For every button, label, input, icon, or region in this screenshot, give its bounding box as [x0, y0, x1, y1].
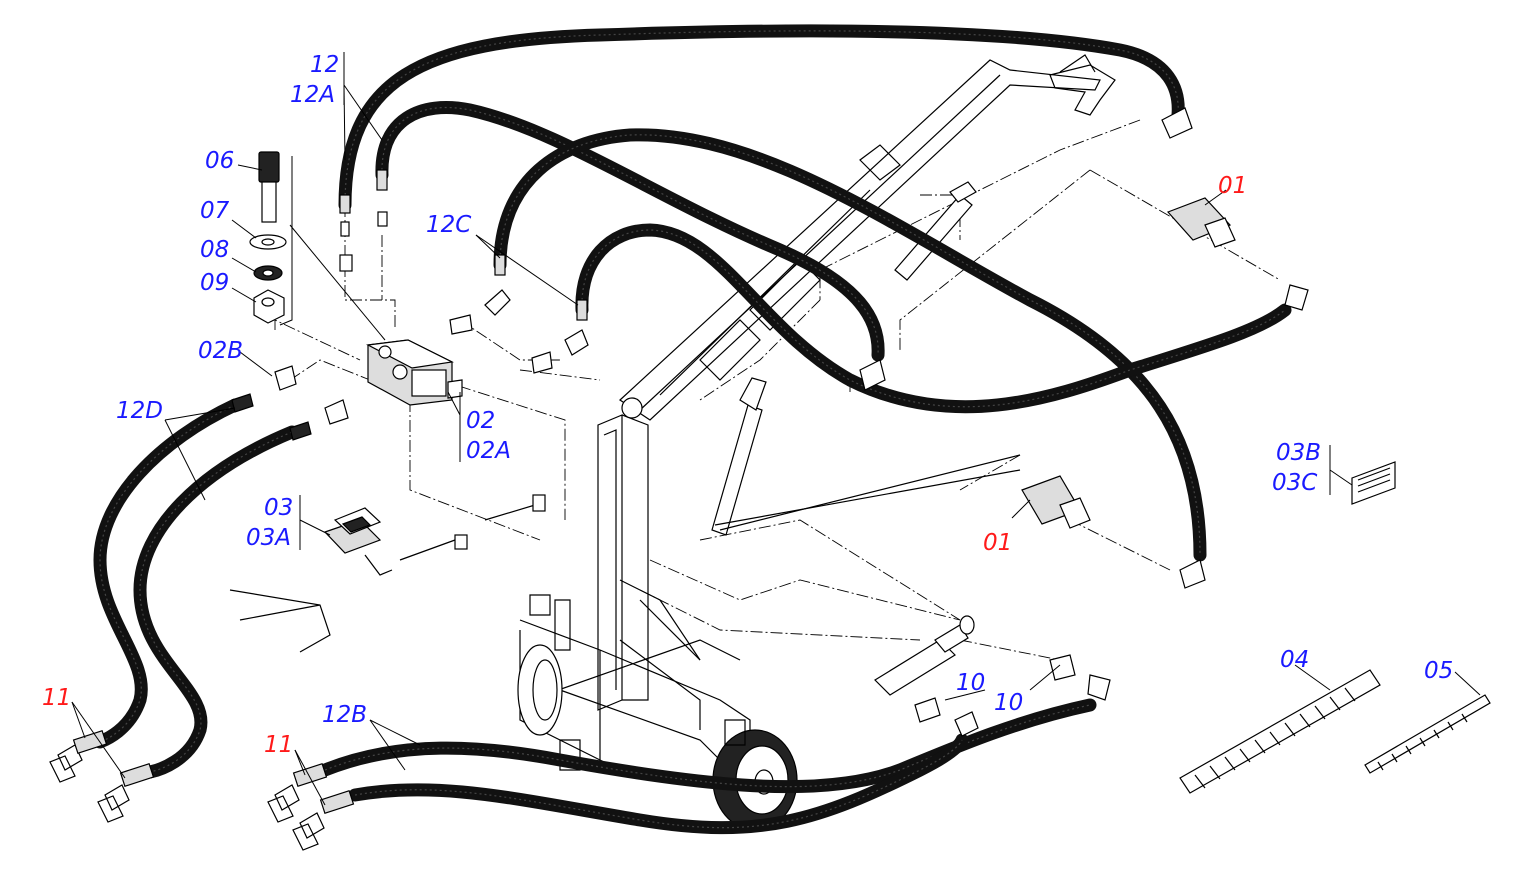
label-03c: 03C [1272, 470, 1317, 496]
label-02b: 02B [198, 338, 243, 364]
leader-lines [71, 52, 1481, 806]
label-06: 06 [205, 148, 234, 174]
label-04: 04 [1280, 647, 1309, 673]
label-01-mid: 01 [983, 530, 1012, 556]
label-12: 12 [310, 52, 339, 78]
label-03a: 03A [246, 525, 291, 551]
label-07: 07 [200, 198, 230, 224]
label-02a: 02A [466, 438, 511, 464]
label-11-left: 11 [42, 685, 71, 711]
label-01-top: 01 [1218, 173, 1247, 199]
label-02: 02 [466, 408, 495, 434]
label-11-bottom: 11 [264, 732, 293, 758]
label-05: 05 [1424, 658, 1453, 684]
hoses [93, 24, 1292, 835]
label-10-b: 10 [994, 690, 1023, 716]
label-08: 08 [200, 237, 229, 263]
label-03: 03 [264, 495, 293, 521]
label-03b: 03B [1276, 440, 1321, 466]
label-12b: 12B [322, 702, 367, 728]
label-10-a: 10 [956, 670, 985, 696]
part-labels: 12 12A 06 07 08 09 12C 02B 12D 02 02A 03… [42, 52, 1453, 758]
label-12d: 12D [116, 398, 163, 424]
label-09: 09 [200, 270, 229, 296]
machine-frame [517, 54, 1116, 831]
fittings [49, 107, 1491, 851]
label-12a: 12A [290, 82, 335, 108]
label-12c: 12C [426, 212, 471, 238]
